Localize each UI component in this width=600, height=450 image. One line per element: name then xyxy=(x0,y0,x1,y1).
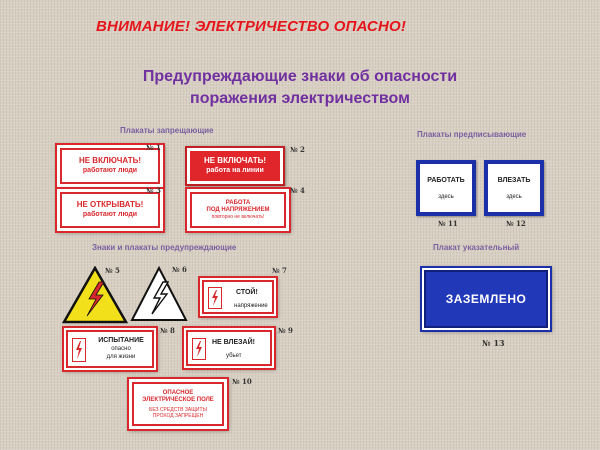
sign-10-number: № 10 xyxy=(232,377,252,386)
title-line-2: поражения электричеством xyxy=(190,90,410,107)
sign-5-number: № 5 xyxy=(105,266,120,275)
lightning-bolt-icon xyxy=(86,281,105,317)
sign-8-number: № 8 xyxy=(160,326,175,335)
sign-3-plate: НЕ ОТКРЫВАТЬ! работают люди xyxy=(60,192,160,228)
sign-8-line1: ИСПЫТАНИЕ xyxy=(98,337,144,344)
group-label-prohibiting: Плакаты запрещающие xyxy=(120,126,214,135)
sign-12-line1: ВЛЕЗАТЬ xyxy=(497,176,531,184)
sign-9-line2: убьет xyxy=(226,353,242,359)
sign-10-line1: ОПАСНОЕ xyxy=(162,389,194,396)
sign-12-plate: ВЛЕЗАТЬ здесь xyxy=(484,160,544,216)
sign-2-line1: НЕ ВКЛЮЧАТЬ! xyxy=(203,156,267,165)
sign-13-line1: ЗАЗЕМЛЕНО xyxy=(445,292,527,306)
group-label-indicative: Плакат указательный xyxy=(433,243,520,252)
sign-10-line2: ЭЛЕКТРИЧЕСКОЕ ПОЛЕ xyxy=(142,396,214,403)
sign-4-plate: РАБОТА ПОД НАПРЯЖЕНИЕМ повторно не включ… xyxy=(190,192,286,228)
sign-11-plate: РАБОТАТЬ здесь xyxy=(416,160,476,216)
sign-2-line2: работа на линии xyxy=(206,167,264,174)
sign-11-line2: здесь xyxy=(438,193,454,200)
sign-2-plate: НЕ ВКЛЮЧАТЬ! работа на линии xyxy=(187,148,283,184)
sign-9-plate: НЕ ВЛЕЗАЙ! убьет xyxy=(186,330,272,366)
sign-1-line2: работают люди xyxy=(82,167,138,174)
sign-8-plate: ИСПЫТАНИЕ опасно для жизни xyxy=(66,330,154,368)
sign-6-number: № 6 xyxy=(172,265,187,274)
sign-7-line1: СТОЙ! xyxy=(236,289,258,296)
sign-9-line1: НЕ ВЛЕЗАЙ! xyxy=(212,339,255,346)
sign-5-triangle xyxy=(62,266,128,324)
sign-7-line2: напряжение xyxy=(234,303,268,309)
sign-10-plate: ОПАСНОЕ ЭЛЕКТРИЧЕСКОЕ ПОЛЕ БЕЗ СРЕДСТВ З… xyxy=(132,382,224,426)
sign-12-line2: здесь xyxy=(506,193,522,200)
sign-13-plate: ЗАЗЕМЛЕНО xyxy=(424,270,548,328)
sign-9-number: № 9 xyxy=(278,326,293,335)
page-title: Предупреждающие знаки об опасности пораж… xyxy=(0,66,600,110)
sign-1-plate: НЕ ВКЛЮЧАТЬ! работают люди xyxy=(60,148,160,184)
sign-13-number: № 13 xyxy=(482,338,505,348)
group-label-warning: Знаки и плакаты предупреждающие xyxy=(92,243,237,252)
lightning-bolt-icon xyxy=(72,338,86,362)
sign-8-line3: для жизни xyxy=(106,354,136,360)
sign-10-line4: ПРОХОД ЗАПРЕЩЕН xyxy=(152,412,204,419)
lightning-bolt-icon xyxy=(208,287,222,309)
sign-12-number: № 12 xyxy=(506,219,526,228)
sign-8-line2: опасно xyxy=(111,346,131,352)
lightning-bolt-icon xyxy=(151,281,170,315)
sign-7-plate: СТОЙ! напряжение xyxy=(202,280,274,314)
sign-3-line1: НЕ ОТКРЫВАТЬ! xyxy=(76,200,144,209)
sign-11-number: № 11 xyxy=(438,219,458,228)
sign-1-number: № 1 xyxy=(146,143,161,152)
sign-7-number: № 7 xyxy=(272,266,287,275)
sign-4-line2: ПОД НАПРЯЖЕНИЕМ xyxy=(206,206,270,213)
sign-3-number: № 3 xyxy=(146,186,161,195)
warning-heading: ВНИМАНИЕ! ЭЛЕКТРИЧЕСТВО ОПАСНО! xyxy=(96,18,407,35)
title-line-1: Предупреждающие знаки об опасности xyxy=(142,68,458,85)
sign-1-line1: НЕ ВКЛЮЧАТЬ! xyxy=(78,156,142,165)
sign-6-triangle xyxy=(130,266,188,321)
sign-11-line1: РАБОТАТЬ xyxy=(427,176,465,184)
sign-2-number: № 2 xyxy=(290,145,305,154)
group-label-prescribing: Плакаты предписывающие xyxy=(417,130,527,139)
lightning-bolt-icon xyxy=(192,338,206,360)
sign-4-line3: повторно не включать! xyxy=(211,213,265,220)
sign-3-line2: работают люди xyxy=(82,211,138,218)
sign-10-line3: БЕЗ СРЕДСТВ ЗАЩИТЫ xyxy=(149,406,207,413)
sign-4-line1: РАБОТА xyxy=(225,199,251,206)
sign-4-number: № 4 xyxy=(290,186,305,195)
